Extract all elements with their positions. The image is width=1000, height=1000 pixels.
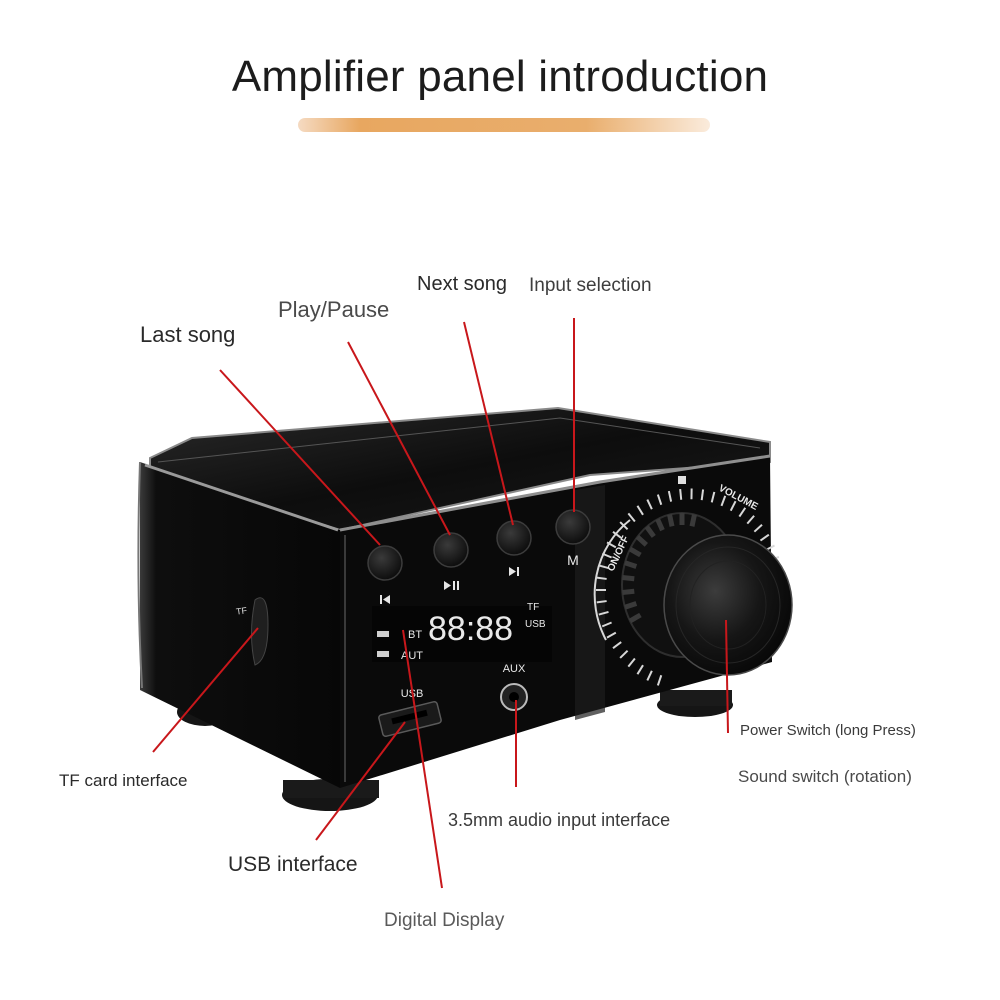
knob-grip-ridge (622, 588, 635, 596)
callout-next-song: Next song (417, 273, 508, 295)
scale-tick (729, 500, 737, 512)
display-aut-indicator: AUT (401, 650, 423, 662)
scale-tick (720, 495, 727, 507)
leader-tf-card (152, 627, 259, 753)
callout-sound-switch: Sound switch (rotation) (738, 767, 912, 786)
callout-power-switch: Power Switch (long Press) (740, 722, 916, 739)
knob-grip-ridge (644, 525, 656, 538)
scale-tick (710, 491, 716, 503)
callout-input-selection: Input selection (529, 275, 652, 296)
prev-button[interactable] (367, 545, 403, 581)
scale-tick (596, 600, 607, 604)
scale-tick (619, 649, 629, 659)
next-icon (509, 567, 519, 576)
display-tf-indicator: TF (527, 602, 539, 613)
knob-grip-ridge (667, 514, 675, 527)
scale-tick (627, 657, 636, 668)
display-usb-indicator: USB (525, 619, 546, 630)
aux-jack-label: AUX (503, 663, 526, 675)
scale-tick (601, 621, 612, 628)
knob-grip-ridge (635, 534, 649, 547)
leader-lines (152, 318, 729, 889)
scale-tick (700, 489, 705, 501)
scale-tick (598, 610, 609, 616)
callout-audio-input: 3.5mm audio input interface (448, 810, 671, 830)
next-button[interactable] (496, 520, 532, 556)
volume-knob[interactable] (621, 512, 793, 676)
mode-button[interactable] (555, 509, 591, 545)
scale-tick (612, 530, 622, 539)
leader-digital-display (402, 629, 443, 889)
scale-tick (679, 488, 683, 500)
callout-last-song: Last song (140, 322, 236, 347)
scale-tick (596, 576, 607, 580)
callout-play-pause: Play/Pause (278, 297, 390, 322)
display-bt-indicator: BT (408, 629, 422, 641)
tf-slot-label: TF (235, 605, 248, 617)
scale-tick (738, 507, 747, 518)
leader-last-song (219, 369, 381, 546)
callout-tf-card: TF card interface (59, 771, 188, 790)
knob-grip-ridge (622, 574, 635, 582)
side-panel (140, 462, 340, 788)
volume-scale (593, 488, 783, 686)
knob-grip-ridge (628, 612, 642, 624)
leader-play-pause (347, 341, 451, 536)
scale-tick (598, 564, 609, 570)
title-underline (298, 118, 710, 132)
scale-tick (627, 512, 636, 523)
scale-tick (612, 641, 622, 650)
play-pause-icon (444, 581, 459, 590)
knob-grip-ridge (624, 560, 638, 569)
scale-tick (746, 515, 755, 525)
play-pause-button[interactable] (433, 532, 469, 568)
mode-button-label: M (567, 552, 579, 568)
scale-tick (759, 533, 770, 542)
knob-grip-ridge (689, 514, 697, 527)
tf-slot[interactable] (251, 597, 269, 666)
knob-grip-ridge (628, 546, 642, 558)
prev-icon (380, 595, 390, 604)
knob-marker (678, 476, 686, 484)
leader-power-switch (725, 619, 729, 734)
leader-usb (315, 721, 406, 841)
scale-tick (636, 505, 644, 516)
scale-tick (646, 499, 653, 510)
scale-tick (656, 494, 663, 506)
scale-arc (593, 519, 631, 641)
knob-grip-ridge (624, 601, 638, 610)
leader-next-song (463, 321, 514, 526)
display-digits: 88:88 (428, 610, 513, 648)
callout-usb: USB interface (228, 853, 358, 876)
digital-display: BT AUT 88:88 TF USB (372, 602, 552, 662)
usb-port[interactable] (378, 700, 442, 738)
knob-grip-ridge (655, 518, 665, 532)
scale-tick (667, 490, 673, 502)
scale-tick (753, 524, 763, 533)
scale-tick (636, 664, 644, 675)
aux-jack[interactable] (500, 683, 528, 711)
page-title: Amplifier panel introduction (231, 52, 769, 101)
scale-tick (656, 674, 663, 686)
scale-tick (646, 670, 653, 681)
callout-digital-display: Digital Display (384, 910, 505, 931)
scale-tick (606, 631, 617, 639)
